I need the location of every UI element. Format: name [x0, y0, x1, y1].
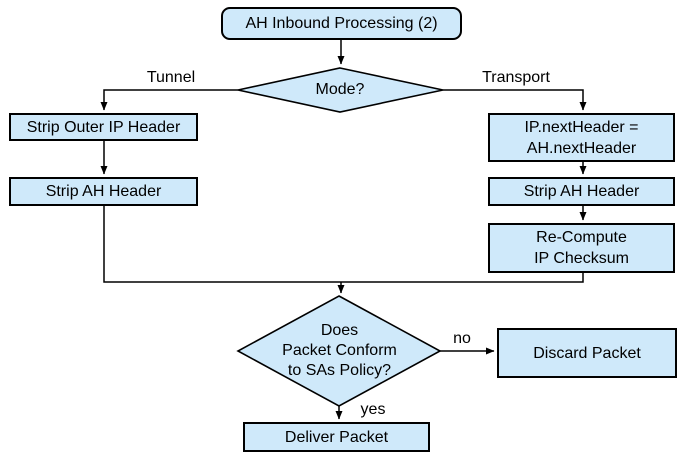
- node-ip-next-header: IP.nextHeader = AH.nextHeader: [488, 113, 675, 162]
- edge-mode-to-ip-next-header: [443, 89, 587, 111]
- node-deliver-packet: Deliver Packet: [243, 422, 430, 452]
- edge-strip-ah-left-merge: [103, 206, 341, 283]
- node-discard-packet: Discard Packet: [497, 328, 677, 378]
- edge-recompute-merge: [341, 273, 584, 283]
- node-strip-ah-header-right: Strip AH Header: [488, 177, 675, 206]
- node-policy-decision-shape: [236, 295, 442, 407]
- node-strip-outer-ip-header: Strip Outer IP Header: [9, 113, 198, 141]
- node-mode-decision-shape: [237, 67, 444, 113]
- node-recompute-ip-checksum: Re-Compute IP Checksum: [488, 223, 675, 273]
- edge-label-no: no: [453, 330, 471, 347]
- edge-label-transport: Transport: [482, 69, 550, 86]
- node-strip-ah-header-left: Strip AH Header: [9, 177, 198, 206]
- edge-mode-to-strip-outer: [100, 89, 238, 111]
- node-start: AH Inbound Processing (2): [221, 7, 462, 40]
- edge-label-yes: yes: [360, 401, 386, 418]
- edge-label-tunnel: Tunnel: [146, 69, 196, 86]
